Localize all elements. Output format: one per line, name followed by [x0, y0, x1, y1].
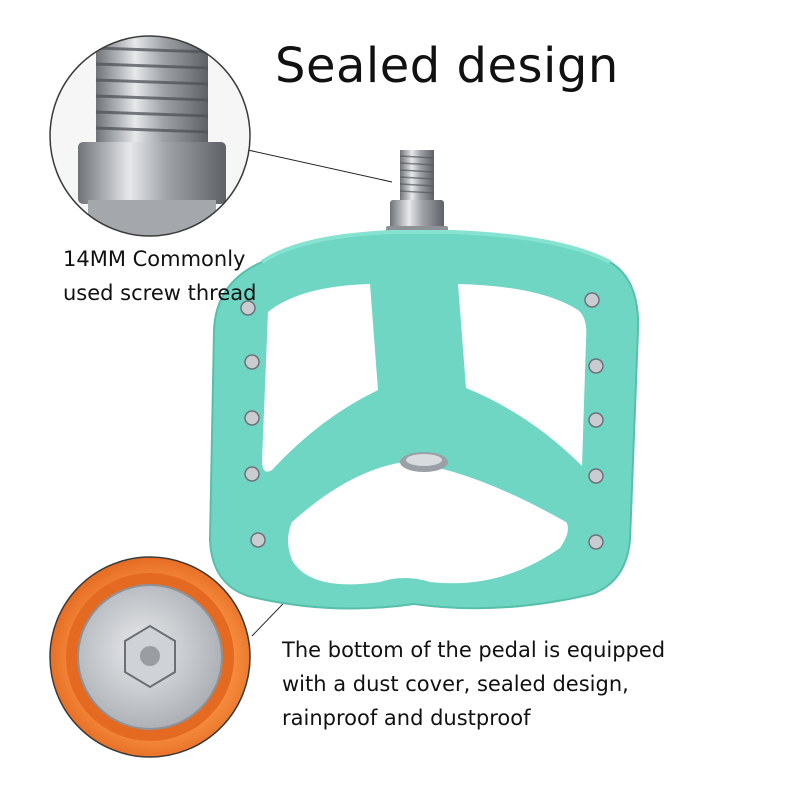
dust-cover-caption-line-2: with a dust cover, sealed design,	[282, 672, 629, 696]
dust-cover-caption-line-1: The bottom of the pedal is equipped	[282, 638, 666, 662]
thread-caption-line-2: used screw thread	[63, 281, 257, 305]
dust-cover-closeup	[49, 556, 251, 758]
dust-cover-caption: The bottom of the pedal is equipped with…	[282, 633, 702, 735]
thread-caption: 14MM Commonly used screw thread	[63, 242, 293, 310]
thread-closeup	[49, 35, 251, 237]
pedal-spindle	[386, 150, 448, 236]
thread-leader-line	[247, 149, 393, 183]
dust-cover-caption-line-3: rainproof and dustproof	[282, 706, 531, 730]
page-title: Sealed design	[275, 38, 619, 94]
pedal-body	[208, 230, 640, 610]
thread-caption-line-1: 14MM Commonly	[63, 247, 246, 271]
